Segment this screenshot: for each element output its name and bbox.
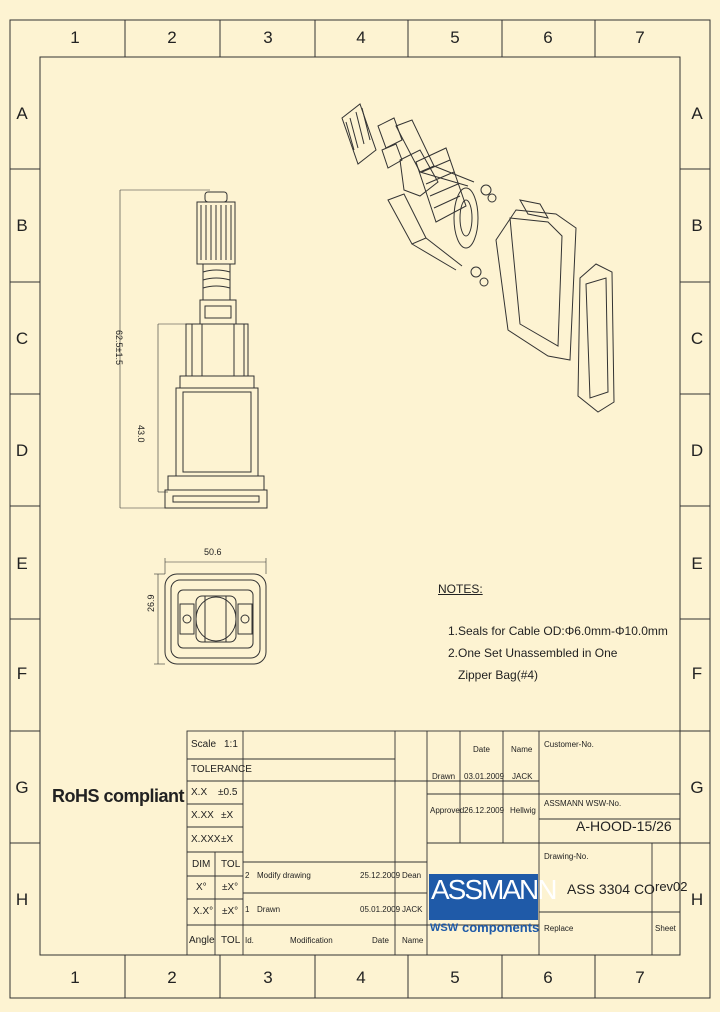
zone-row-label: C: [15, 329, 29, 348]
zone-row-label: E: [691, 554, 703, 573]
side-view: [164, 191, 268, 509]
logo-wsw: WSW: [430, 922, 459, 934]
rev-date-header: Date: [372, 936, 389, 945]
zone-col-label: 4: [356, 968, 366, 987]
rev-mod-header: Modification: [290, 936, 333, 945]
zone-col-label: 6: [543, 968, 553, 987]
zone-col-label: 6: [543, 28, 553, 47]
revision-code: rev02: [655, 879, 688, 894]
rev-name: JACK: [402, 905, 423, 914]
zone-row-label: B: [16, 216, 28, 235]
zone-col-label: 2: [167, 28, 177, 47]
angle-label: Angle: [189, 935, 215, 946]
drawn-name: JACK: [512, 772, 533, 781]
customer-label: Customer-No.: [544, 740, 594, 749]
zone-col-label: 1: [70, 968, 80, 987]
zone-col-label: 1: [70, 28, 80, 47]
tol-value: ±X: [221, 834, 234, 845]
tolerance-label: TOLERANCE: [191, 764, 252, 775]
zone-row-label: H: [690, 890, 704, 909]
zone-row-label: A: [691, 104, 703, 123]
scale-value: 1:1: [224, 739, 238, 750]
angle-value: ±X°: [222, 882, 239, 893]
zone-col-label: 7: [635, 28, 645, 47]
drawn-date: 03.01.2009: [464, 772, 505, 781]
logo-wordmark: ASSMANN: [431, 874, 557, 905]
rev-id: 1: [245, 905, 250, 914]
zone-row-label: C: [690, 329, 704, 348]
tol-label: TOL: [221, 859, 241, 870]
tol-key: X.XXX: [191, 834, 221, 845]
tol-key: X.XX: [191, 810, 214, 821]
rev-id: 2: [245, 871, 250, 880]
angle-key: X°: [196, 882, 207, 893]
drawing-number: ASS 3304 CO: [567, 881, 655, 897]
assmann-no-label: ASSMANN WSW-No.: [544, 799, 622, 808]
zone-col-label: 4: [356, 28, 366, 47]
exploded-view: [341, 103, 615, 413]
zone-col-label: 5: [450, 968, 460, 987]
tol-value: ±0.5: [218, 787, 238, 798]
drawing-no-label: Drawing-No.: [544, 852, 589, 861]
dim-overall: 62.5±1.5: [114, 330, 124, 365]
logo-subtitle: components: [462, 920, 540, 935]
rev-name-header: Name: [402, 936, 424, 945]
zone-row-label: F: [16, 664, 28, 683]
replace-label: Replace: [544, 924, 574, 933]
zone-col-label: 3: [263, 968, 273, 987]
angle-value: ±X°: [222, 906, 239, 917]
notes-title: NOTES:: [438, 582, 483, 596]
note-item: 1.Seals for Cable OD:Φ6.0mm-Φ10.0mm: [448, 624, 668, 638]
scale-label: Scale: [191, 739, 217, 750]
zone-row-label: A: [16, 104, 28, 123]
zone-col-label: 3: [263, 28, 273, 47]
zone-row-label: F: [691, 664, 703, 683]
note-item: 2.One Set Unassembled in One: [448, 646, 618, 660]
dim-height: 26.9: [146, 594, 156, 612]
zone-row-label: B: [691, 216, 703, 235]
approved-name: Hellwig: [510, 806, 536, 815]
rev-date: 25.12.2009: [360, 871, 401, 880]
zone-col-label: 5: [450, 28, 460, 47]
zone-col-label: 7: [635, 968, 645, 987]
sheet-label: Sheet: [655, 924, 676, 933]
angle-key: X.X°: [193, 906, 214, 917]
part-number: A-HOOD-15/26: [576, 818, 672, 834]
zone-row-label: E: [16, 554, 28, 573]
zone-row-label: G: [15, 778, 29, 797]
company-logo: ASSMANN: [429, 874, 557, 920]
approved-label: Approved: [430, 806, 465, 815]
rev-date: 05.01.2009: [360, 905, 401, 914]
zone-row-label: H: [15, 890, 29, 909]
dim-width: 50.6: [204, 547, 222, 557]
tol-key: X.X: [191, 787, 208, 798]
rev-name: Dean: [402, 871, 422, 880]
rev-desc: Modify drawing: [257, 871, 311, 880]
zone-row-label: D: [15, 441, 29, 460]
dim-body: 43.0: [136, 425, 146, 443]
name-header: Name: [511, 745, 533, 754]
date-header: Date: [473, 745, 490, 754]
rev-id-header: Id.: [245, 936, 254, 945]
zone-row-label: G: [690, 778, 704, 797]
zone-row-label: D: [690, 441, 704, 460]
tol-label: TOL: [221, 935, 241, 946]
zone-col-label: 2: [167, 968, 177, 987]
front-view: [164, 573, 267, 665]
rev-desc: Drawn: [257, 905, 281, 914]
rohs-label: RoHS compliant: [52, 786, 185, 806]
drawn-label: Drawn: [432, 772, 456, 781]
note-item: Zipper Bag(#4): [458, 668, 539, 682]
approved-date: 26.12.2009: [464, 806, 505, 815]
dim-label: DIM: [192, 859, 211, 870]
tol-value: ±X: [221, 810, 234, 821]
